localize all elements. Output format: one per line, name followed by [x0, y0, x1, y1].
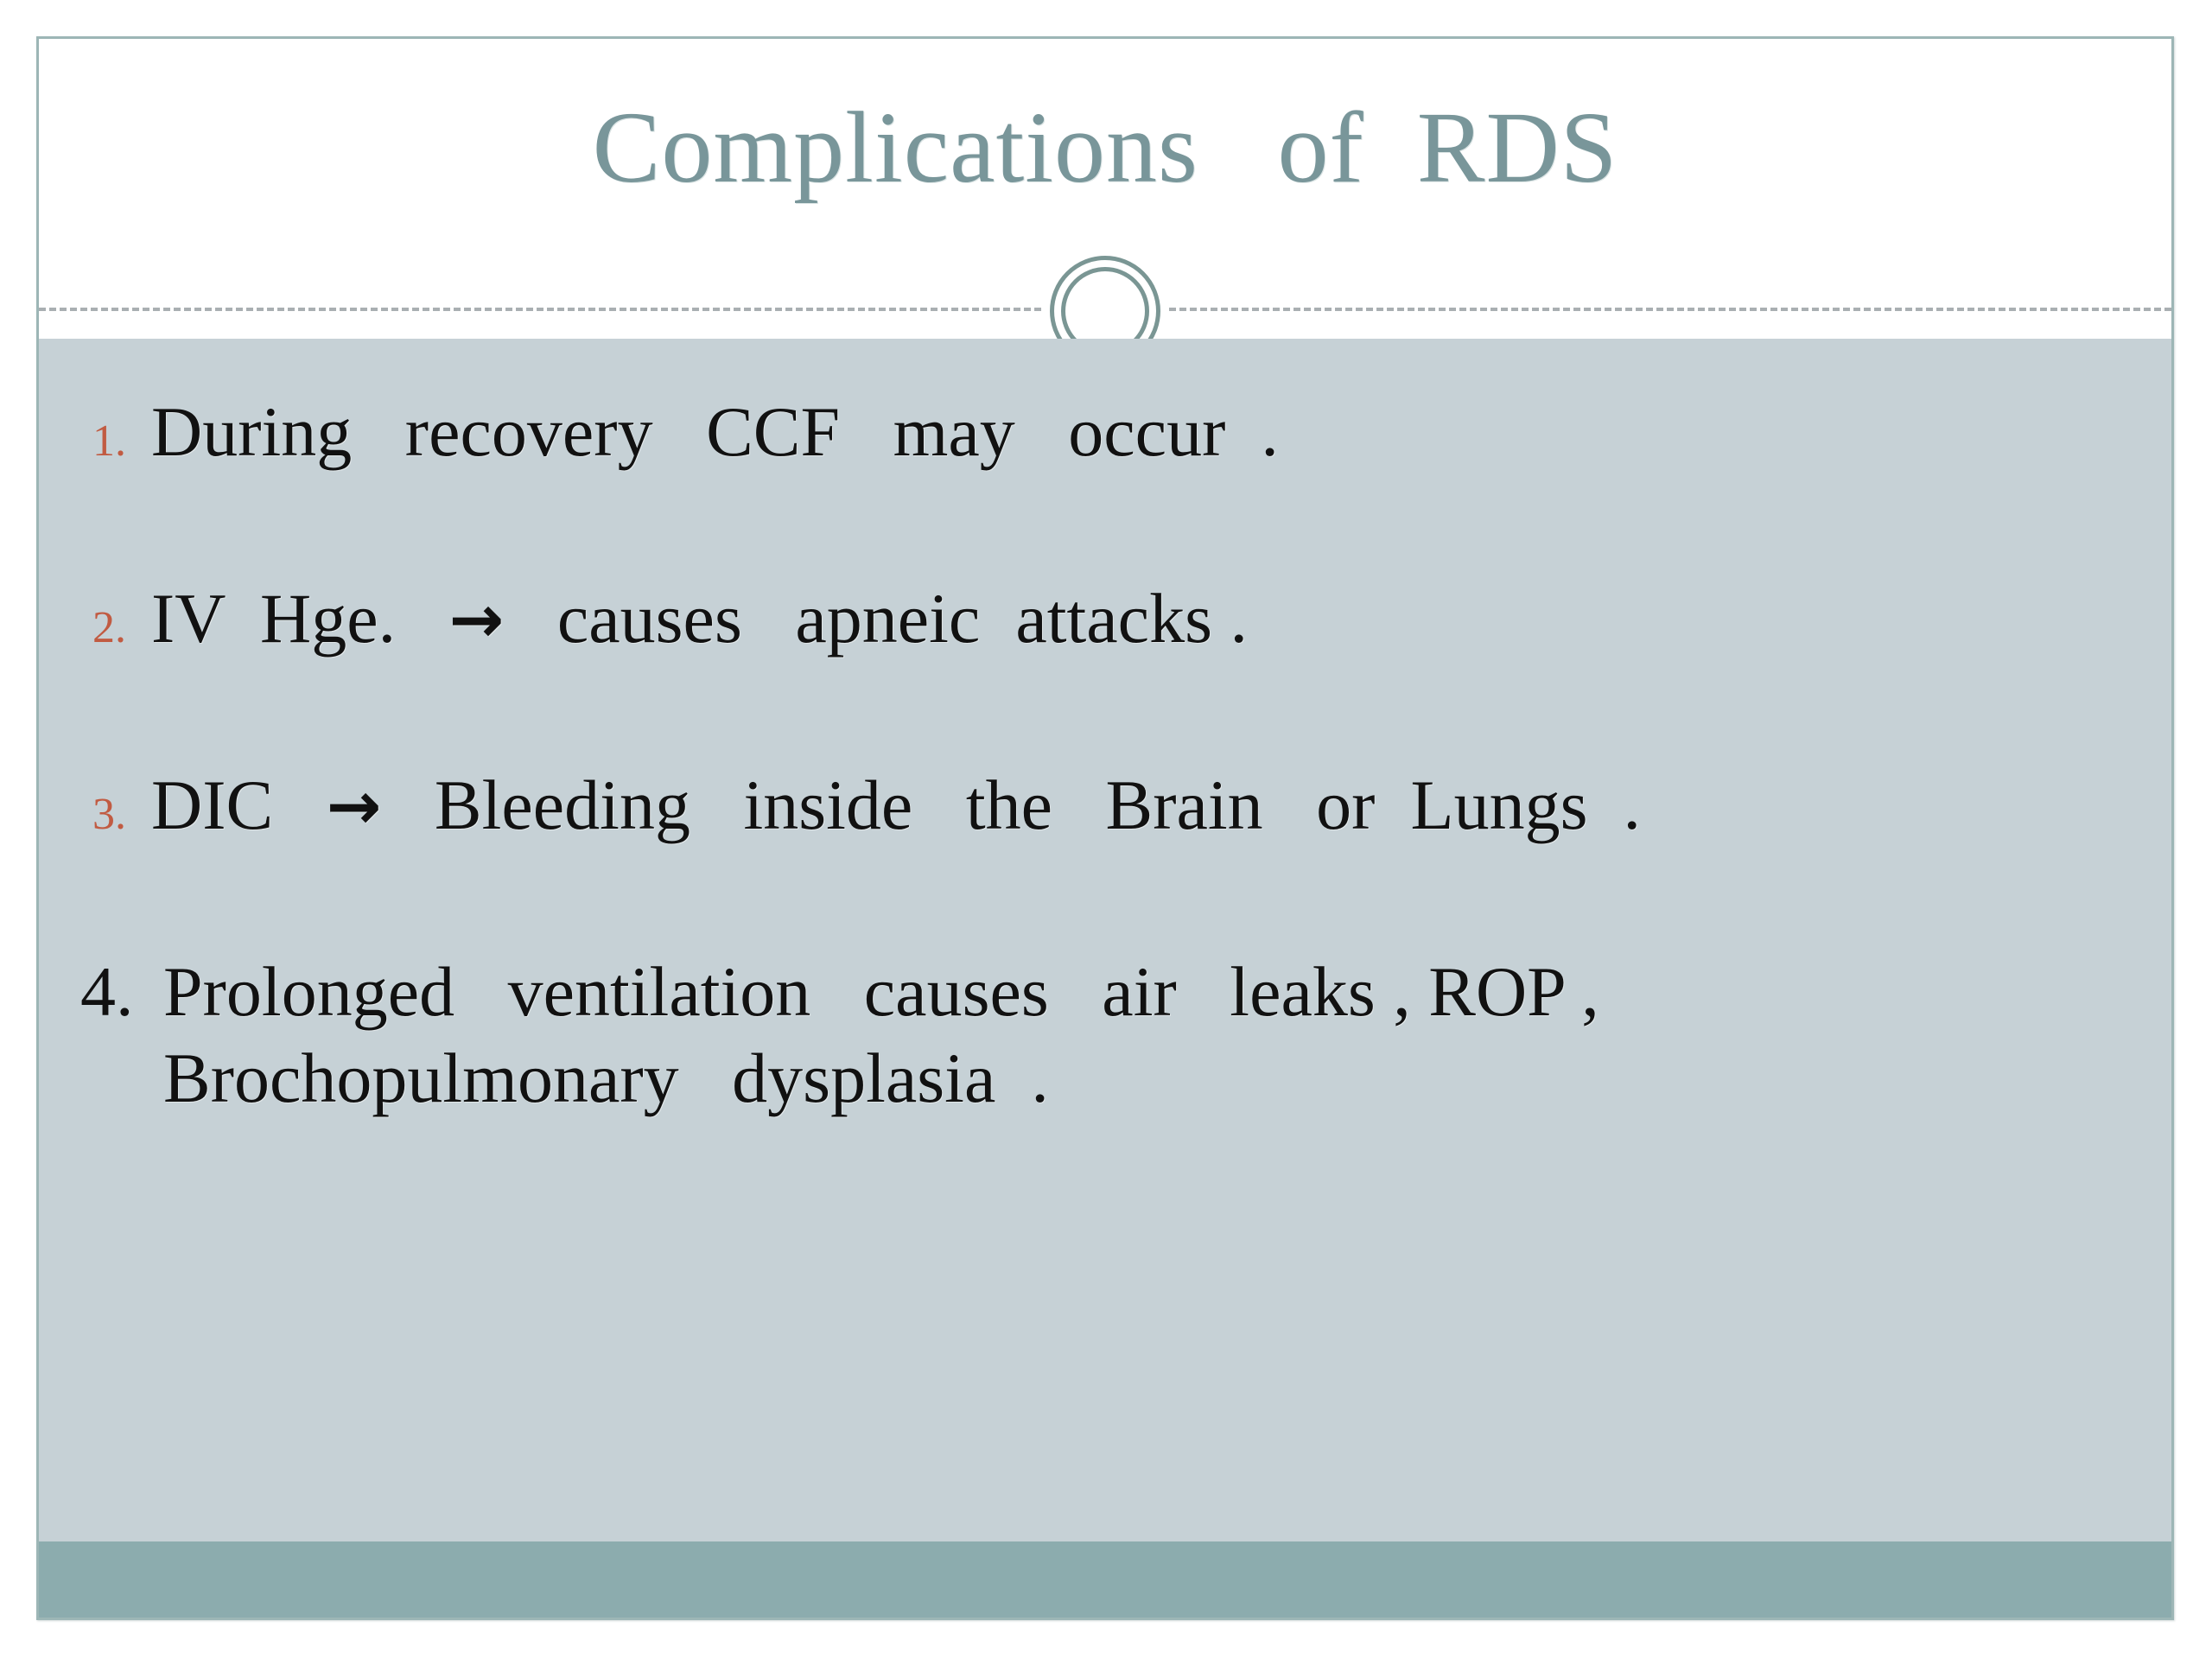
list-item-text-before-arrow: IV Hge. [151, 579, 449, 658]
list-item: 1. During recovery CCF may occur . [72, 389, 2139, 475]
list-item-text: DIC → Bleeding inside the Brain or Lungs… [151, 762, 2139, 849]
list-item-number: 2. [92, 603, 126, 653]
list-item-number: 3. [92, 790, 126, 840]
title-area: Complications of RDS [39, 39, 2171, 339]
list-item: 2. IV Hge. → causes apneic attacks . [72, 575, 2139, 662]
list-item: 4. Prolonged ventilation causes air leak… [72, 949, 2139, 1122]
list-item-text-after-arrow: causes apneic attacks . [504, 579, 1248, 658]
list-item-number: 1. [92, 416, 126, 466]
list-item-text: Prolonged ventilation causes air leaks ,… [163, 952, 1635, 1118]
list-item-text-before-arrow: DIC [151, 766, 327, 845]
content-area: 1. During recovery CCF may occur . 2. IV… [39, 339, 2171, 1547]
list-item-number: 4. [80, 952, 134, 1032]
list-item: 3. DIC → Bleeding inside the Brain or Lu… [72, 762, 2139, 849]
list-item-text: IV Hge. → causes apneic attacks . [151, 575, 2139, 662]
bottom-accent-bar [39, 1541, 2171, 1618]
complications-list: 1. During recovery CCF may occur . 2. IV… [72, 389, 2139, 1122]
right-arrow-icon: → [448, 581, 505, 658]
list-item-text-after-arrow: Bleeding inside the Brain or Lungs . [381, 766, 1641, 845]
page-title: Complications of RDS [592, 91, 1618, 204]
slide-canvas: Complications of RDS 1. During recovery … [36, 36, 2174, 1620]
right-arrow-icon: → [326, 767, 382, 845]
list-item-text: During recovery CCF may occur . [151, 392, 1279, 471]
